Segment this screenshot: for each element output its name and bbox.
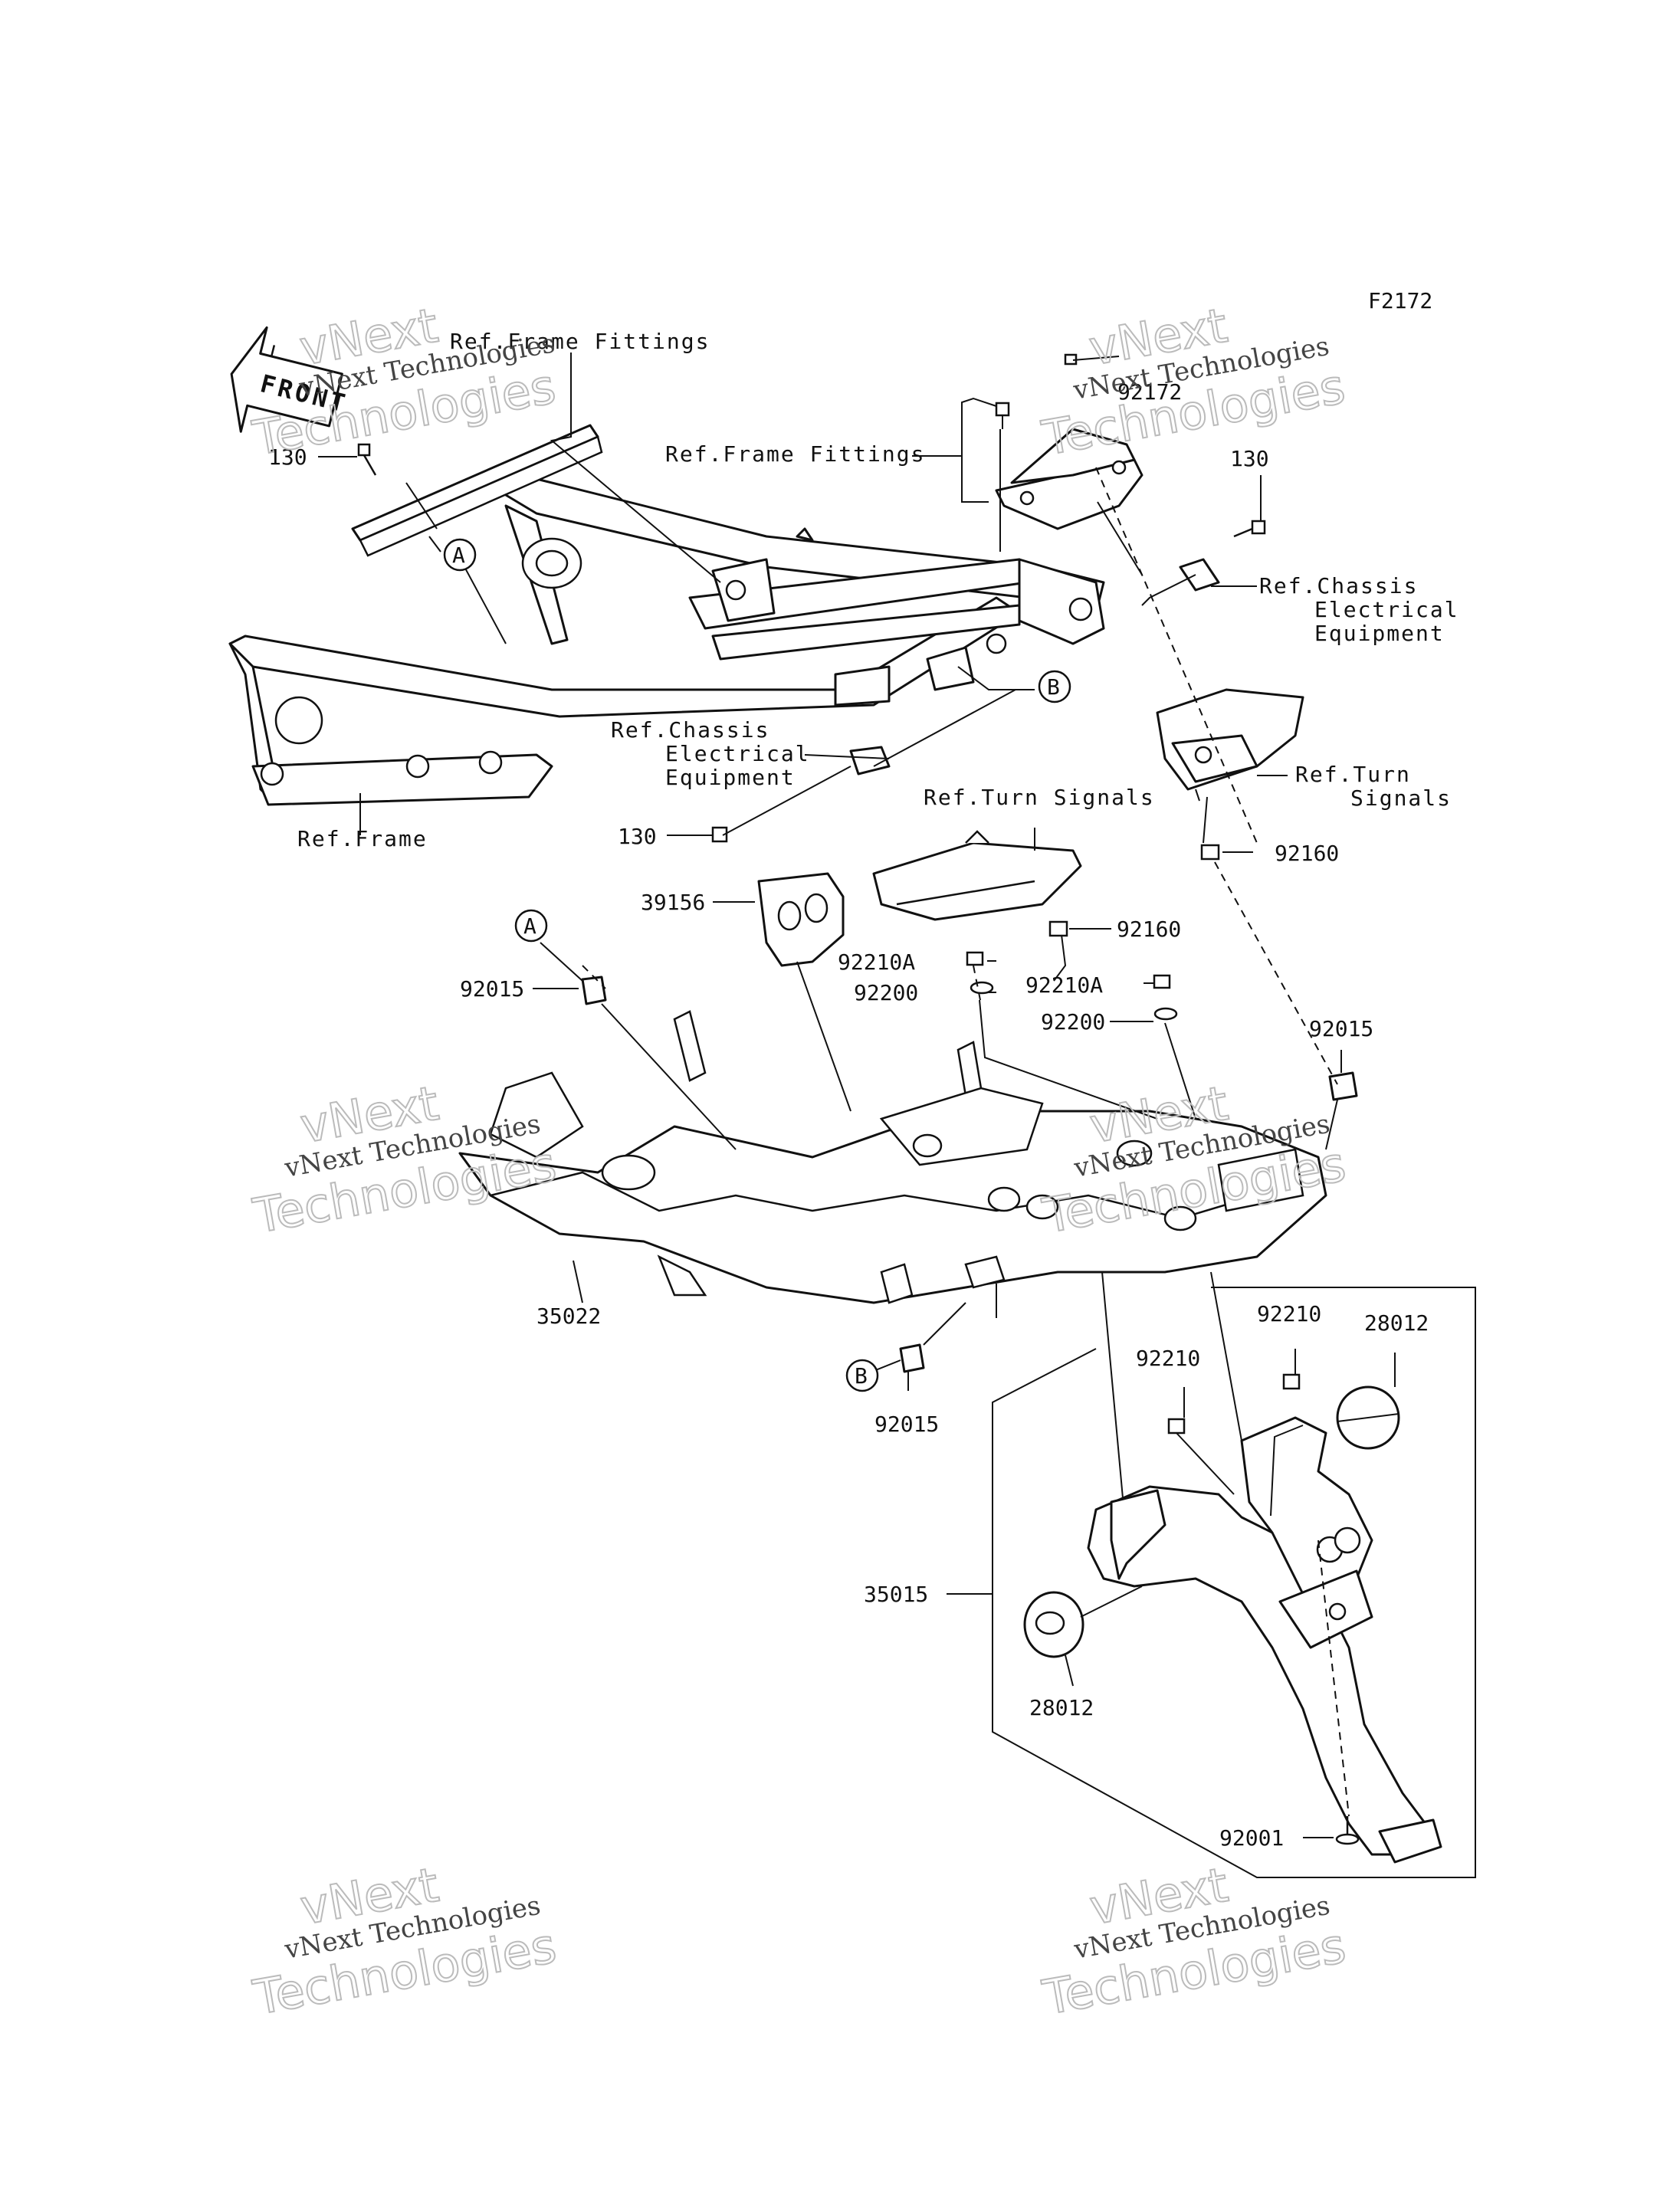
nut-92160-b <box>1048 920 1068 937</box>
rear-fender-35015 <box>1087 1416 1442 1864</box>
bolt-130-c <box>1179 520 1266 592</box>
ref-turn-signals-right-1: Ref.Turn <box>1295 762 1411 787</box>
washer-92200-a <box>970 981 994 995</box>
watermark-bottom-left: vNext vNext Technologies Technologies <box>248 1856 561 2027</box>
label-35015: 35015 <box>864 1582 928 1607</box>
collar-92015-c <box>899 1343 925 1373</box>
label-92001: 92001 <box>1219 1825 1284 1851</box>
label-92210A-a: 92210A <box>838 949 915 975</box>
ref-chassis-right-3: Equipment <box>1314 621 1445 646</box>
ref-frame: Ref.Frame <box>297 826 428 851</box>
label-92160-b: 92160 <box>1117 917 1181 942</box>
bracket-upper-right <box>995 353 1144 530</box>
washer-92200-b <box>1153 1007 1178 1021</box>
label-39156: 39156 <box>641 890 705 915</box>
nut-92210-b <box>1282 1373 1301 1390</box>
label-92200-b: 92200 <box>1041 1009 1105 1035</box>
label-130-c: 130 <box>1230 446 1269 471</box>
svg-text:B: B <box>855 1363 868 1389</box>
inner-fender-35022 <box>458 1010 1327 1304</box>
ref-chassis-left-1: Ref.Chassis <box>611 717 769 743</box>
ref-chassis-left-2: Electrical <box>665 741 810 766</box>
ref-chassis-right-1: Ref.Chassis <box>1259 573 1418 598</box>
leader-lines <box>318 353 1396 1838</box>
callout-a-upper: A <box>443 538 477 572</box>
rear-frame-drawing <box>228 477 1105 806</box>
callout-a-lower: A <box>514 909 548 943</box>
watermark-bottom-right: vNext vNext Technologies Technologies <box>1038 1856 1350 2027</box>
reflector-28012-a <box>1336 1385 1400 1450</box>
group-bracket <box>992 1287 1476 1878</box>
frame-fitting-strip <box>351 424 603 557</box>
ref-chassis-left-3: Equipment <box>665 765 796 790</box>
collar-92015-a <box>581 976 607 1005</box>
watermark-mid-right: vNext vNext Technologies Technologies <box>1038 1074 1350 1245</box>
svg-text:B: B <box>1047 674 1060 700</box>
pad-39156 <box>757 872 845 967</box>
label-92210A-b: 92210A <box>1025 972 1103 998</box>
label-92015-c: 92015 <box>874 1412 939 1437</box>
label-92015-a: 92015 <box>460 976 524 1002</box>
ref-turn-signals-center: Ref.Turn Signals <box>924 785 1155 810</box>
turn-signal-right <box>1156 688 1304 802</box>
label-92172: 92172 <box>1117 379 1182 405</box>
svg-text:A: A <box>452 543 465 568</box>
nut-92210-a <box>1167 1418 1186 1435</box>
label-92210-a: 92210 <box>1136 1346 1200 1371</box>
turn-signal-center <box>872 830 1082 921</box>
watermark-top-right: vNext vNext Technologies Technologies <box>1037 297 1350 467</box>
nut-92210A-b <box>1153 974 1171 989</box>
label-35022: 35022 <box>536 1303 601 1329</box>
label-28012-b: 28012 <box>1029 1695 1094 1720</box>
label-130-a: 130 <box>268 444 307 470</box>
bolt-130-a <box>357 443 377 476</box>
nut-92210A-a <box>966 951 984 966</box>
label-28012-a: 28012 <box>1364 1310 1429 1336</box>
callout-b-upper: B <box>1038 670 1071 703</box>
label-130-b: 130 <box>618 824 657 849</box>
watermark-mid-left: vNext vNext Technologies Technologies <box>248 1074 561 1245</box>
ref-frame-fittings-top: Ref.Frame Fittings <box>450 329 710 354</box>
callout-b-lower: B <box>845 1359 879 1392</box>
collar-92015-b <box>1328 1071 1358 1101</box>
reflector-28012-b <box>1023 1591 1084 1658</box>
figure-code: F2172 <box>1368 288 1432 313</box>
ref-chassis-right-2: Electrical <box>1314 597 1459 622</box>
svg-text:A: A <box>523 913 536 939</box>
screw-92001 <box>1335 1816 1360 1845</box>
dashed-guide-lines <box>582 467 1350 1817</box>
ref-turn-signals-right-2: Signals <box>1350 785 1452 811</box>
ref-frame-fittings-mid: Ref.Frame Fittings <box>665 441 925 467</box>
nut-92160-a <box>1200 844 1220 861</box>
label-92200-a: 92200 <box>854 980 918 1005</box>
front-arrow-icon: FRONT <box>230 326 351 433</box>
label-92160-a: 92160 <box>1275 841 1339 866</box>
label-92210-b: 92210 <box>1257 1301 1321 1326</box>
label-92015-b: 92015 <box>1309 1016 1373 1041</box>
